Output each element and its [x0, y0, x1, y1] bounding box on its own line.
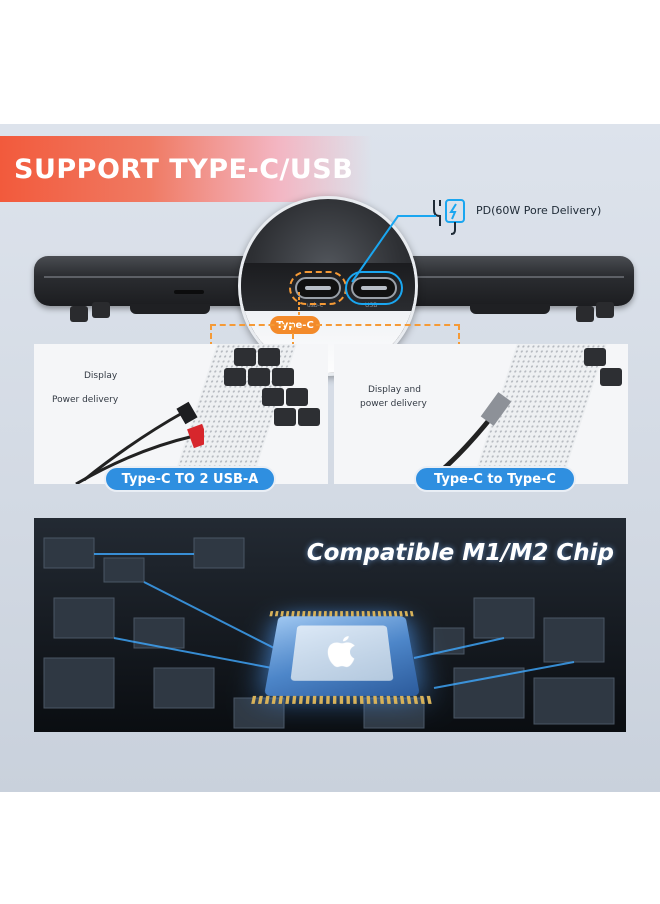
photo-type-c: Display and power delivery — [334, 344, 628, 484]
chip-pins-bottom — [251, 696, 433, 704]
label-power-delivery: Power delivery — [52, 394, 118, 406]
stand-foot-left — [70, 306, 88, 322]
apple-logo-icon — [321, 634, 363, 670]
keyboard-key — [248, 368, 270, 386]
support-banner: SUPPORT TYPE-C/USB — [0, 136, 372, 202]
keyboard-key — [234, 348, 256, 366]
caption-type-c-to-type-c: Type-C to Type-C — [414, 466, 576, 492]
stand-pad-left — [130, 304, 210, 314]
pd-label: PD(60W Pore Delivery) — [476, 204, 601, 217]
keyboard-key — [286, 388, 308, 406]
caption-type-c-to-usb-a: Type-C TO 2 USB-A — [104, 466, 276, 492]
stand-foot-right-2 — [596, 302, 614, 318]
keyboard-key — [298, 408, 320, 426]
chip-pins-top — [269, 611, 414, 616]
keyboard-key — [272, 368, 294, 386]
m-chip — [264, 616, 420, 696]
stand-foot-left-2 — [92, 302, 110, 318]
keyboard-key — [224, 368, 246, 386]
keyboard-key — [258, 348, 280, 366]
label-display-and: Display and — [368, 384, 421, 396]
chip-lid — [290, 626, 393, 681]
keyboard-key — [274, 408, 296, 426]
chip-title: Compatible M1/M2 Chip — [307, 540, 614, 566]
stand-foot-right — [576, 306, 594, 322]
keyboard-key — [584, 348, 606, 366]
sd-slot — [174, 290, 204, 294]
stand-pad-right — [470, 304, 550, 314]
banner-title: SUPPORT TYPE-C/USB — [14, 154, 353, 185]
keyboard-key — [600, 368, 622, 386]
photo-usb-a: Display Power delivery — [34, 344, 328, 484]
label-power-delivery-2: power delivery — [360, 398, 427, 410]
keyboard-key — [262, 388, 284, 406]
chip-panel: Compatible M1/M2 Chip — [34, 518, 626, 732]
label-display: Display — [84, 370, 117, 382]
pd-connector-line — [338, 212, 438, 284]
typec-connector-line — [294, 292, 304, 318]
